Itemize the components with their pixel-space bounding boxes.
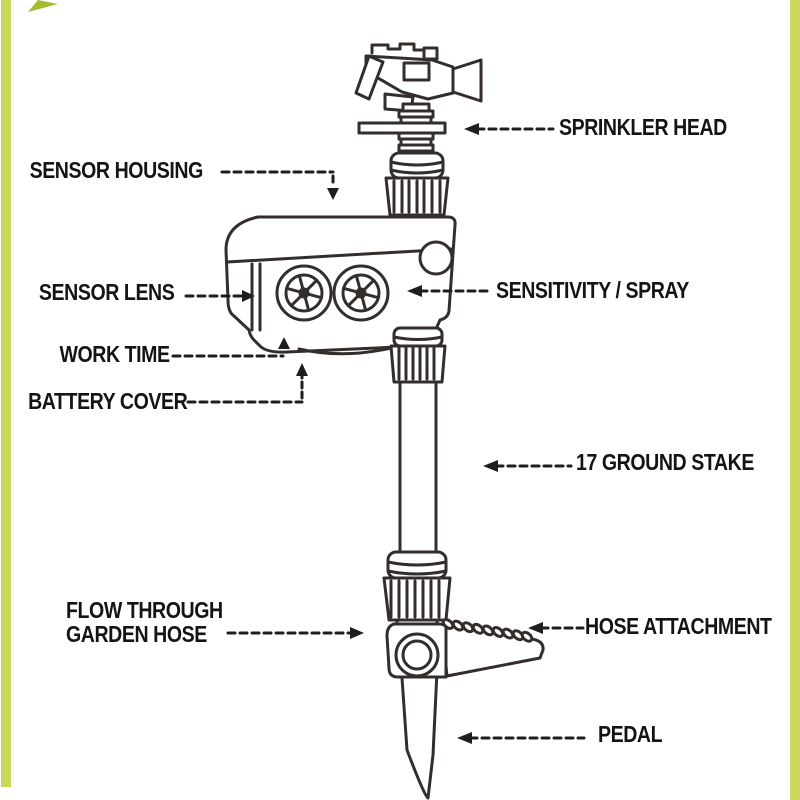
arrow-battery-cover (186, 363, 308, 404)
arrowhead-up-icon (296, 363, 308, 376)
arrow-flow-through (226, 627, 364, 639)
ground-stake-label: 17 GROUND STAKE (576, 449, 754, 475)
sensor-lens-label: SENSOR LENS (38, 279, 175, 305)
pedal-label: PEDAL (598, 721, 663, 747)
threaded-neck-drawing (357, 102, 447, 153)
sensor-housing-drawing (224, 215, 457, 356)
flow-through-line1: FLOW THROUGH (66, 597, 223, 623)
battery-cover-bump (297, 346, 393, 356)
stake-spike-drawing (400, 648, 440, 800)
pivot-block-drawing (385, 622, 448, 679)
hose-port-inner (401, 639, 433, 671)
pedal-serration (441, 618, 534, 643)
hose-attachment-arm-drawing (440, 618, 545, 678)
arrowhead-left-icon (407, 285, 422, 297)
sprinkler-head-label: SPRINKLER HEAD (559, 114, 727, 140)
sprinkler-head-drawing (354, 42, 483, 113)
upper-coupling-drawing (384, 151, 450, 217)
arrow-hose-attachment (528, 622, 585, 634)
lower-coupling-drawing (382, 550, 452, 630)
arrow-work-time (171, 337, 290, 358)
right-border-stripe (790, 0, 800, 800)
spray-dial (332, 264, 390, 322)
corner-accent-triangle (28, 0, 58, 12)
ground-stake-tube (398, 380, 438, 555)
arrow-pedal (457, 732, 586, 744)
arrow-sprinkler-head (464, 123, 555, 135)
flow-through-garden-hose-label: FLOW THROUGH GARDEN HOSE (66, 598, 223, 646)
work-time-label: WORK TIME (59, 341, 171, 367)
sub-housing-coupling-drawing (389, 326, 447, 384)
leader-arrows (171, 123, 586, 744)
sensor-housing-label: SENSOR HOUSING (29, 157, 204, 183)
arrowhead-up-icon (278, 337, 290, 349)
arrow-ground-stake (483, 460, 573, 472)
sensitivity-dial (275, 264, 333, 322)
solar-sensor-circle (418, 240, 454, 276)
arrowhead-right-icon (350, 627, 364, 639)
sensitivity-spray-label: SENSITIVITY / SPRAY (496, 277, 689, 303)
arrow-sensor-lens (184, 290, 255, 302)
hose-attachment-label: HOSE ATTACHMENT (585, 613, 772, 639)
battery-cover-label: BATTERY COVER (27, 388, 188, 414)
arrowhead-left-icon (464, 123, 479, 135)
arrowhead-left-icon (528, 622, 543, 634)
arrowhead-left-icon (483, 460, 498, 472)
arrowhead-right-icon (242, 290, 255, 302)
arrowhead-left-icon (457, 732, 472, 744)
left-border-stripe (1, 0, 11, 787)
arrow-sensitivity-spray (407, 285, 494, 297)
arrow-sensor-housing (220, 170, 339, 200)
flow-through-line2: GARDEN HOSE (66, 621, 207, 647)
arrowhead-down-icon (327, 188, 339, 200)
